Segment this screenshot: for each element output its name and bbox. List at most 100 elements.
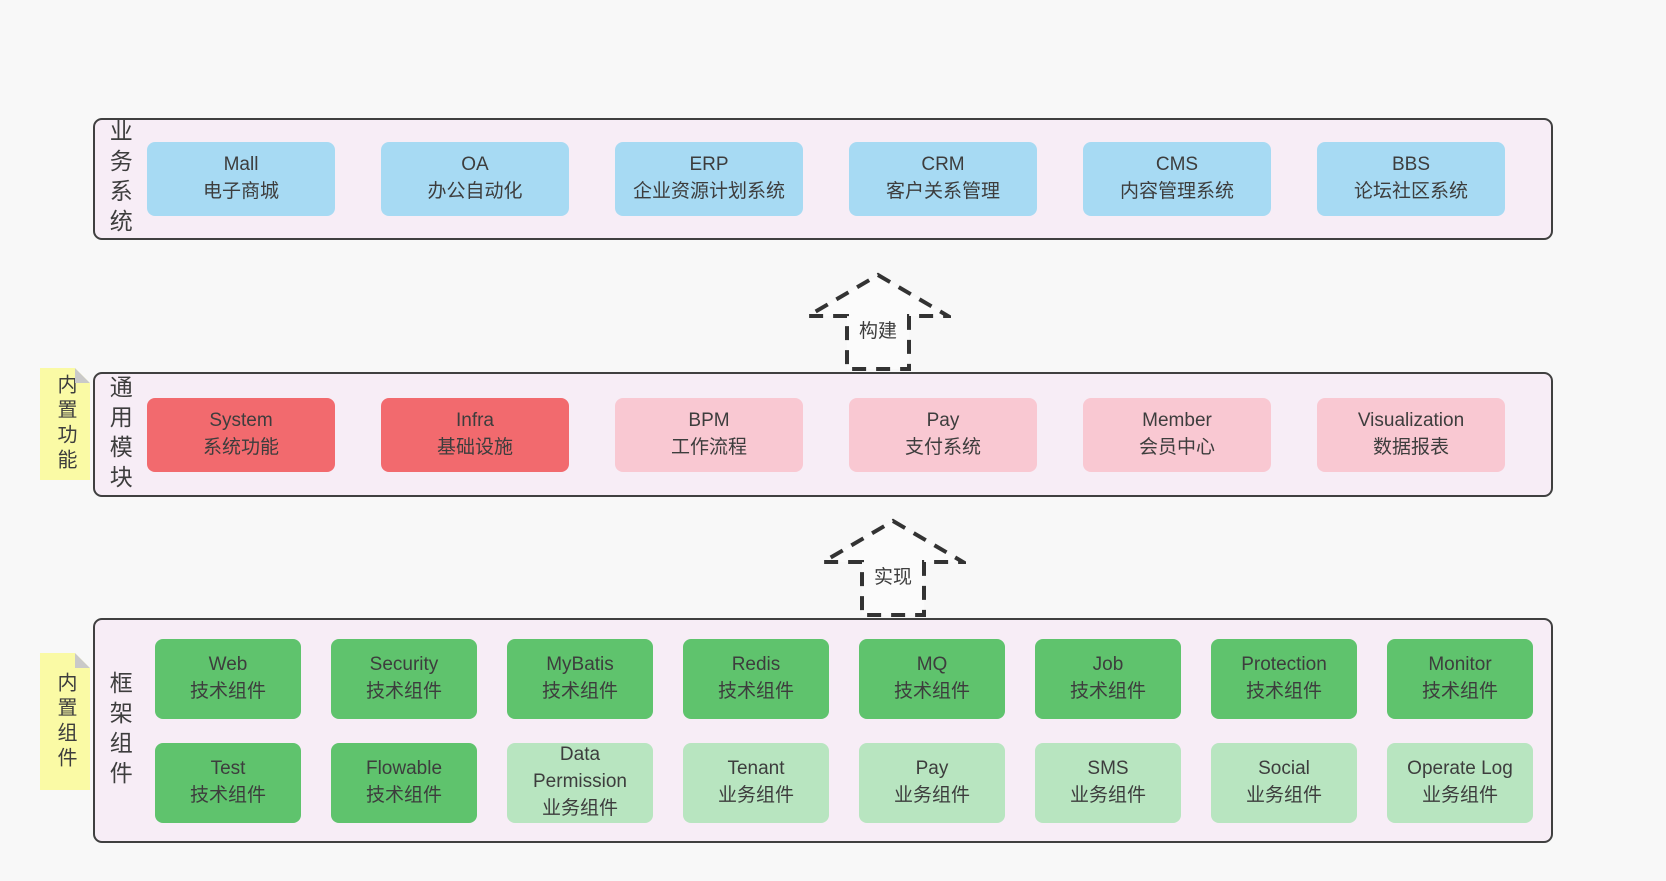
box-title: Test bbox=[210, 757, 246, 779]
box-title: CRM bbox=[921, 154, 965, 176]
box-monitor: Monitor 技术组件 bbox=[1387, 638, 1533, 719]
box-title: System bbox=[209, 409, 273, 431]
box-crm: CRM 客户关系管理 bbox=[849, 142, 1037, 216]
box-subtitle: 系统功能 bbox=[202, 436, 279, 458]
sticky-note-label: 内置组件 bbox=[54, 671, 76, 772]
box-bbs: BBS 论坛社区系统 bbox=[1317, 142, 1505, 216]
box-subtitle: 技术组件 bbox=[541, 680, 618, 702]
box-mq: MQ 技术组件 bbox=[859, 638, 1005, 719]
box-subtitle: 支付系统 bbox=[904, 436, 981, 458]
box-subtitle: 业务组件 bbox=[1421, 784, 1498, 806]
box-security: Security 技术组件 bbox=[331, 638, 477, 719]
box-title: Job bbox=[1092, 653, 1124, 675]
box-subtitle: 数据报表 bbox=[1372, 436, 1449, 458]
box-title: Member bbox=[1142, 409, 1212, 431]
box-redis: Redis 技术组件 bbox=[683, 638, 829, 719]
box-operate-log: Operate Log 业务组件 bbox=[1387, 742, 1533, 823]
box-subtitle: 技术组件 bbox=[365, 680, 442, 702]
box-title: SMS bbox=[1087, 757, 1129, 779]
box-subtitle: 技术组件 bbox=[189, 784, 266, 806]
business-panel-label: 业务系统 bbox=[106, 119, 133, 239]
box-title: Tenant bbox=[727, 757, 785, 779]
box-pay: Pay 支付系统 bbox=[849, 397, 1037, 472]
box-subtitle: 技术组件 bbox=[1069, 680, 1146, 702]
box-title: ERP bbox=[689, 154, 729, 176]
box-title: Monitor bbox=[1428, 653, 1492, 675]
box-title: Data Permission bbox=[533, 744, 627, 793]
implement-arrow: 实现 bbox=[820, 518, 966, 618]
box-mybatis: MyBatis 技术组件 bbox=[507, 638, 653, 719]
box-subtitle: 工作流程 bbox=[670, 436, 747, 458]
business-boxes: Mall 电子商城 OA 办公自动化 ERP 企业资源计划系统 CRM 客户关系管理 CMS 内容… bbox=[147, 120, 1537, 238]
modules-panel-label: 通用模块 bbox=[106, 374, 133, 495]
box-oa: OA 办公自动化 bbox=[381, 142, 569, 216]
box-tenant: Tenant 业务组件 bbox=[683, 742, 829, 823]
box-subtitle: 技术组件 bbox=[893, 680, 970, 702]
box-subtitle: 企业资源计划系统 bbox=[632, 181, 785, 202]
box-row: Mall 电子商城 OA 办公自动化 ERP 企业资源计划系统 CRM 客户关系管理 CMS 内容… bbox=[147, 142, 1537, 216]
box-title: OA bbox=[461, 154, 489, 176]
box-erp: ERP 企业资源计划系统 bbox=[615, 142, 803, 216]
sticky-note-label: 内置功能 bbox=[54, 374, 76, 474]
box-subtitle: 业务组件 bbox=[541, 797, 618, 819]
box-title: Security bbox=[369, 653, 439, 675]
box-bpm: BPM 工作流程 bbox=[615, 397, 803, 472]
box-title: BBS bbox=[1391, 154, 1431, 176]
box-title: Protection bbox=[1241, 653, 1327, 675]
box-title: MyBatis bbox=[546, 653, 614, 675]
box-title: Mall bbox=[223, 154, 259, 176]
box-subtitle: 业务组件 bbox=[1069, 784, 1146, 806]
box-title: Flowable bbox=[365, 757, 443, 779]
box-flowable: Flowable 技术组件 bbox=[331, 742, 477, 823]
box-subtitle: 基础设施 bbox=[436, 436, 513, 458]
box-title: CMS bbox=[1155, 154, 1199, 176]
box-system: System 系统功能 bbox=[147, 397, 335, 472]
builtin-features-sticky-note: 内置功能 bbox=[40, 368, 90, 480]
box-subtitle: 会员中心 bbox=[1138, 436, 1215, 458]
box-subtitle: 业务组件 bbox=[717, 784, 794, 806]
box-social: Social 业务组件 bbox=[1211, 742, 1357, 823]
box-title: MQ bbox=[916, 653, 948, 675]
framework-panel-label: 框架组件 bbox=[106, 670, 133, 791]
box-data-permission: Data Permission 业务组件 bbox=[507, 742, 653, 823]
box-web: Web 技术组件 bbox=[155, 638, 301, 719]
box-subtitle: 技术组件 bbox=[717, 680, 794, 702]
box-subtitle: 办公自动化 bbox=[427, 181, 523, 202]
box-title: Pay bbox=[915, 757, 949, 779]
box-subtitle: 内容管理系统 bbox=[1119, 181, 1234, 202]
box-subtitle: 论坛社区系统 bbox=[1353, 181, 1468, 202]
box-subtitle: 技术组件 bbox=[1421, 680, 1498, 702]
box-subtitle: 客户关系管理 bbox=[885, 181, 1000, 202]
box-sms: SMS 业务组件 bbox=[1035, 742, 1181, 823]
box-subtitle: 业务组件 bbox=[1245, 784, 1322, 806]
build-arrow: 构建 bbox=[805, 272, 951, 372]
implement-arrow-label: 实现 bbox=[870, 562, 916, 589]
box-subtitle: 技术组件 bbox=[365, 784, 442, 806]
box-test: Test 技术组件 bbox=[155, 742, 301, 823]
box-title: Redis bbox=[731, 653, 781, 675]
box-member: Member 会员中心 bbox=[1083, 397, 1271, 472]
box-title: Operate Log bbox=[1407, 757, 1513, 779]
box-title: Visualization bbox=[1357, 409, 1465, 431]
box-title: Web bbox=[208, 653, 248, 675]
box-title: BPM bbox=[688, 409, 730, 431]
build-arrow-label: 构建 bbox=[855, 316, 901, 343]
box-subtitle: 技术组件 bbox=[189, 680, 266, 702]
box-title: Social bbox=[1258, 757, 1310, 779]
box-title: Pay bbox=[926, 409, 960, 431]
box-visualization: Visualization 数据报表 bbox=[1317, 397, 1505, 472]
builtin-components-sticky-note: 内置组件 bbox=[40, 653, 90, 790]
box-mall: Mall 电子商城 bbox=[147, 142, 335, 216]
box-subtitle: 电子商城 bbox=[202, 181, 279, 202]
business-systems-panel: 业务系统 Mall 电子商城 OA 办公自动化 ERP 企业资源计划系统 CRM 客户关系管理… bbox=[93, 118, 1553, 240]
